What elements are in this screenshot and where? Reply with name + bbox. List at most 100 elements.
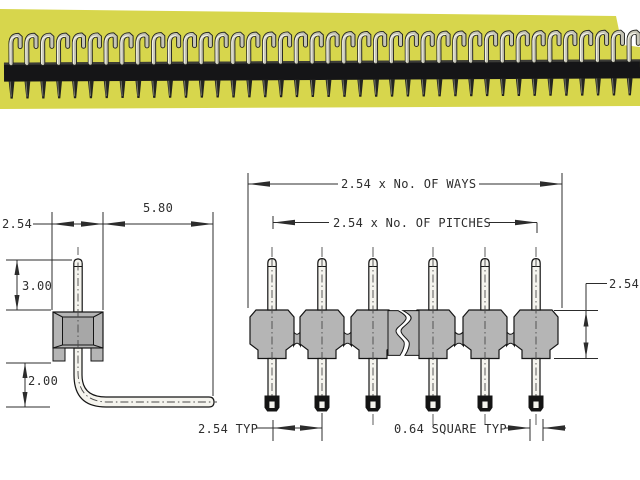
side-view-standoff-right (90, 347, 104, 362)
photo-pin (8, 32, 23, 99)
front-top-pin (480, 257, 490, 311)
front-top-pin (267, 257, 277, 311)
front-pin-tip-notch (370, 401, 376, 408)
photo-pin (468, 30, 483, 97)
front-pin-unit (299, 257, 345, 412)
photo-pin (103, 32, 118, 99)
photo-pin (277, 31, 293, 98)
front-pin-tip-notch (319, 401, 325, 408)
side-view-centerline (77, 247, 217, 403)
label-body-depth: 2.54 (2, 217, 32, 231)
technical-drawing: 2.54 5.80 3.00 2.00 2.54 x No. OF WAYS 2… (2, 173, 639, 441)
photo-pin (135, 32, 150, 98)
photo-pin (87, 32, 102, 99)
front-pin-tip-notch (482, 401, 488, 408)
arrowhead (515, 219, 537, 226)
photo-yellow-background (0, 9, 640, 109)
front-body (249, 309, 295, 360)
front-view (249, 247, 559, 425)
photo-pin (594, 29, 610, 96)
break-symbol-right (400, 310, 420, 356)
photo-pin (420, 30, 435, 97)
photo (0, 9, 640, 109)
arrowhead (248, 181, 270, 187)
photo-pin (293, 31, 308, 98)
arrowhead (22, 392, 28, 407)
photo-pin (610, 29, 625, 96)
front-body-neck (343, 329, 352, 348)
arrowhead (52, 221, 74, 227)
body-chamfer-line (93, 311, 104, 318)
front-pin-unit (350, 257, 396, 412)
photo-pin (214, 31, 229, 98)
arrowhead (300, 425, 322, 431)
front-top-pin (428, 257, 438, 311)
photo-pin (71, 32, 87, 99)
photo-pin (198, 31, 213, 98)
photo-pin (547, 30, 562, 96)
arrowhead (22, 363, 28, 378)
photo-pin (436, 30, 451, 97)
photo-pin (309, 31, 324, 98)
arrowhead (14, 295, 20, 310)
arrowhead (273, 425, 295, 431)
photo-pin (499, 30, 515, 97)
arrowhead (103, 221, 125, 227)
photo-pin (357, 31, 372, 97)
front-body (462, 309, 508, 360)
body-chamfer-line (52, 311, 63, 318)
front-body-neck (506, 329, 515, 348)
dimension-arrowheads (14, 181, 589, 431)
front-pin-tip-notch (430, 401, 436, 408)
front-pin-tip-notch (533, 401, 539, 408)
photo-pin (56, 32, 71, 99)
label-tail-drop: 2.00 (28, 374, 58, 388)
front-body-neck (293, 329, 301, 348)
side-view-standoff-left (52, 347, 66, 362)
photo-pin (24, 32, 39, 99)
photo-pin (404, 30, 419, 97)
photo-pins (8, 29, 640, 99)
header-body-strip (3, 59, 640, 82)
arrowhead (191, 221, 213, 227)
front-body (299, 309, 345, 360)
photo-pin (388, 30, 404, 97)
photo-pin (515, 30, 530, 96)
arrowhead (583, 311, 589, 327)
front-top-pin (368, 257, 378, 311)
arrowhead (583, 342, 589, 358)
label-pitch-span: 2.54 x No. OF PITCHES (333, 216, 491, 230)
label-pin-square: 0.64 SQUARE TYP (394, 422, 507, 436)
header-body-strip-highlight (3, 59, 640, 65)
photo-pin (182, 31, 198, 98)
arrowhead (14, 260, 20, 275)
break-symbol-left (387, 310, 407, 356)
photo-pin (119, 32, 134, 99)
photo-pin (563, 29, 578, 96)
photo-pin (262, 31, 277, 98)
photo-pin (151, 32, 166, 98)
photo-pin (579, 29, 594, 96)
photo-pin (483, 30, 499, 97)
photo-pin (452, 30, 467, 97)
front-body (513, 309, 559, 360)
arrowhead (81, 221, 103, 227)
photo-pin (246, 31, 261, 98)
front-top-pin (317, 257, 327, 311)
photo-pin (230, 31, 245, 98)
photo-pin (40, 32, 55, 99)
photo-pin (373, 30, 388, 97)
photo-pin (325, 31, 340, 97)
arrowhead (540, 181, 562, 187)
label-pin-length: 3.00 (22, 279, 52, 293)
label-pitch-typ: 2.54 TYP (198, 422, 258, 436)
photo-pin (166, 32, 182, 98)
arrowhead (543, 425, 565, 431)
front-pin-unit (249, 257, 295, 412)
label-tail-length: 5.80 (143, 201, 173, 215)
front-top-pin (531, 257, 541, 311)
front-pin-unit (410, 257, 456, 412)
front-pin-tip-notch (269, 401, 275, 408)
